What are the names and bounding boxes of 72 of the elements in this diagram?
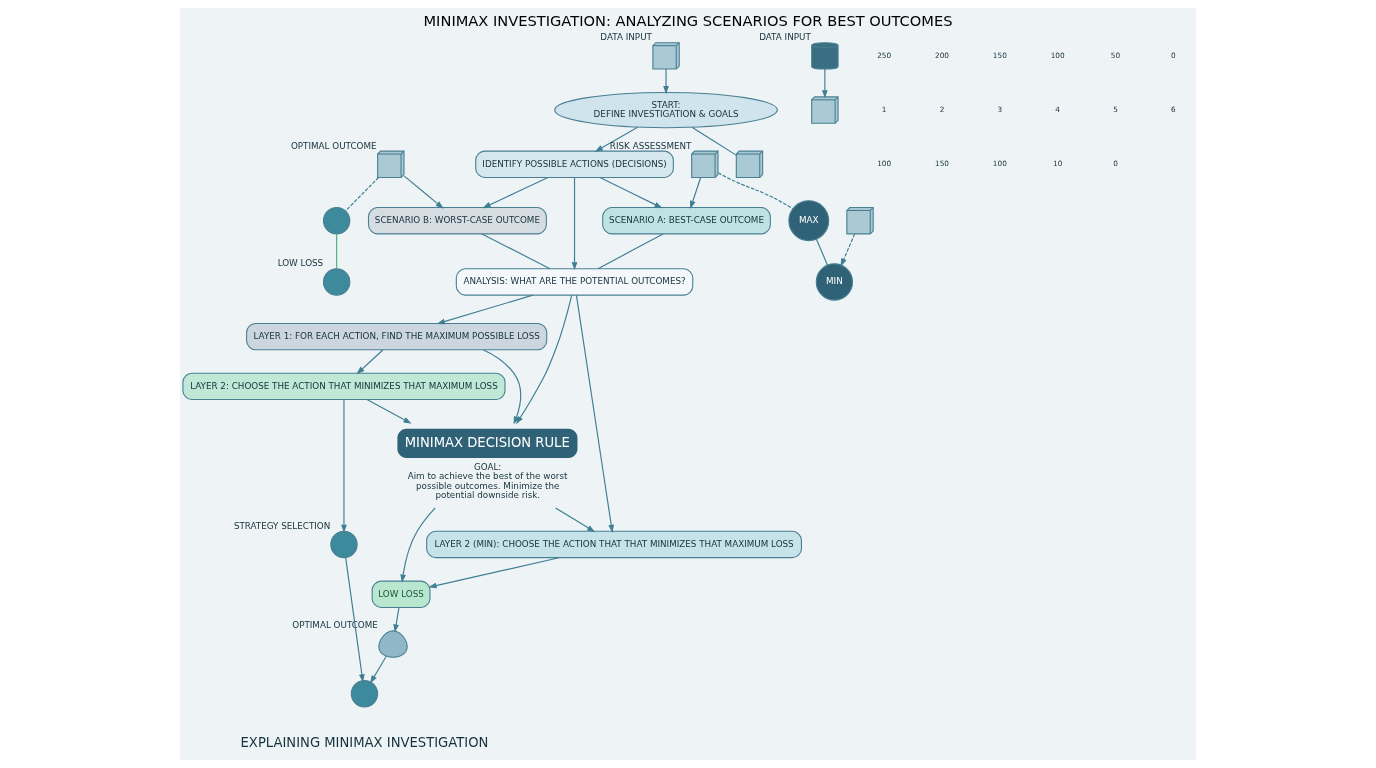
node-circle [350, 680, 379, 708]
arrow [482, 176, 549, 209]
node-circle [330, 530, 358, 559]
label: 100 [877, 159, 892, 169]
arrow [515, 294, 573, 425]
caption: EXPLAINING MINIMAX INVESTIGATION [240, 734, 489, 750]
node-label: STRATEGY SELECTION [233, 520, 331, 531]
node-circle [322, 268, 351, 296]
node-circle [322, 207, 351, 235]
connector [717, 172, 794, 210]
arrow [356, 349, 384, 375]
arrow [599, 176, 663, 209]
node-box: SCENARIO A: BEST-CASE OUTCOME [602, 207, 771, 235]
node-label: DATA INPUT [600, 32, 652, 43]
connector [336, 233, 338, 270]
label: 200 [935, 50, 949, 60]
arrow [690, 176, 702, 210]
arrow [571, 177, 578, 271]
arrow [663, 68, 669, 95]
node-label: LOW LOSS [277, 258, 324, 269]
node-box: MINIMAX DECISION RULE [397, 428, 578, 459]
label: 250 [877, 50, 892, 60]
node-label: DATA INPUT [759, 32, 811, 43]
arrow [341, 399, 347, 533]
arrow [594, 126, 639, 152]
arrow [555, 507, 596, 533]
label: 2 [939, 104, 945, 114]
node-box: LAYER 2: CHOOSE THE ACTION THAT MINIMIZES THAT MAXIMUM LOSS [182, 372, 506, 401]
label: 4 [1055, 104, 1060, 114]
node-box: ANALYSIS: WHAT ARE THE POTENTIAL OUTCOMES? [455, 268, 694, 296]
arrow [575, 294, 615, 534]
node-circle: MAX [788, 200, 830, 242]
arrow [400, 507, 436, 583]
node-label: OPTIMAL OUTCOME [290, 140, 377, 151]
label: 1 [881, 104, 887, 114]
label: 100 [992, 159, 1007, 169]
node-circle: MIN [815, 263, 854, 301]
arrow [436, 294, 534, 325]
arrow [403, 175, 444, 209]
label: 5 [1113, 104, 1118, 114]
node-box: SCENARIO B: WORST-CASE OUTCOME [367, 207, 547, 235]
arrow [345, 557, 365, 683]
label: 50 [1110, 50, 1121, 60]
node-person [378, 630, 408, 658]
label: 0 [1113, 159, 1118, 169]
node-label: GOAL: [473, 461, 502, 472]
label: 0 [1170, 50, 1176, 60]
node-box: IDENTIFY POSSIBLE ACTIONS (DECISIONS) [475, 150, 674, 178]
node-label: OPTIMAL OUTCOME [292, 620, 378, 631]
arrow [370, 655, 387, 684]
diagram-title: MINIMAX INVESTIGATION: ANALYZING SCENARIOS FOR BEST OUTCOMES [423, 11, 953, 29]
connector [345, 176, 380, 212]
label: 100 [1050, 50, 1065, 60]
connector [815, 238, 829, 266]
node-box: LAYER 2 (MIN): CHOOSE THE ACTION THAT THAT MINIMIZES THAT MAXIMUM LOSS [426, 530, 802, 559]
arrow [840, 233, 856, 267]
label: 3 [997, 104, 1003, 114]
node-ellipse: START: DEFINE INVESTIGATION & GOALS [554, 91, 778, 129]
arrow [366, 399, 412, 424]
label: 150 [992, 50, 1007, 60]
label: 10 [1053, 159, 1063, 169]
label: 6 [1170, 104, 1176, 114]
connector [481, 233, 551, 270]
label: 150 [935, 159, 949, 169]
connector [597, 233, 664, 270]
arrow [428, 557, 560, 589]
arrow [393, 607, 400, 633]
arrow [822, 68, 828, 99]
node-label: Aim to achieve the best of the worst possible outcomes. Minimize the potential downside risk. [407, 471, 568, 501]
node-box: LOW LOSS [371, 580, 431, 608]
node-label: RISK ASSESSMENT [609, 140, 692, 151]
node-box: LAYER 1: FOR EACH ACTION, FIND THE MAXIMUM POSSIBLE LOSS [246, 322, 548, 351]
